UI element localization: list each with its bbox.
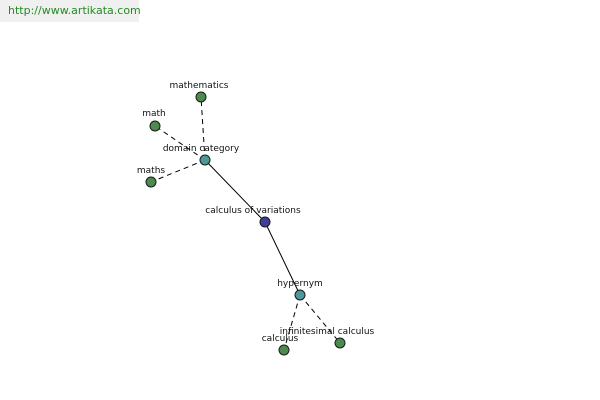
node-infinitesimal-calculus[interactable] bbox=[334, 337, 346, 349]
edge-calculus-of-variations-to-hypernym bbox=[264, 221, 301, 296]
node-mathematics[interactable] bbox=[195, 91, 207, 103]
node-label-maths: maths bbox=[137, 166, 166, 176]
edges-layer bbox=[150, 96, 341, 351]
node-label-mathematics: mathematics bbox=[169, 81, 228, 91]
edge-hypernym-to-infinitesimal-calculus bbox=[299, 294, 341, 344]
labels-layer: calculus of variations domain category hyp… bbox=[137, 81, 375, 344]
site-link[interactable]: http://www.artikata.com bbox=[0, 0, 141, 22]
node-hypernym[interactable] bbox=[294, 289, 306, 301]
nodes-layer bbox=[145, 91, 346, 356]
node-math[interactable] bbox=[149, 120, 161, 132]
node-label-calculus-of-variations: calculus of variations bbox=[205, 206, 301, 216]
node-calculus-of-variations[interactable] bbox=[259, 216, 271, 228]
edge-domain-category-to-math bbox=[154, 125, 206, 161]
node-label-infinitesimal-calculus: infinitesimal calculus bbox=[280, 327, 375, 337]
node-label-math: math bbox=[142, 109, 166, 119]
node-label-calculus: calculus bbox=[262, 334, 299, 344]
node-domain-category[interactable] bbox=[199, 154, 211, 166]
edge-domain-category-to-maths bbox=[150, 159, 206, 183]
node-label-domain-category: domain category bbox=[163, 144, 240, 154]
node-calculus[interactable] bbox=[278, 344, 290, 356]
edge-hypernym-to-calculus bbox=[283, 294, 301, 351]
edge-calculus-of-variations-to-domain-category bbox=[204, 159, 266, 223]
edge-domain-category-to-mathematics bbox=[200, 96, 206, 161]
node-maths[interactable] bbox=[145, 176, 157, 188]
node-label-hypernym: hypernym bbox=[277, 279, 323, 289]
